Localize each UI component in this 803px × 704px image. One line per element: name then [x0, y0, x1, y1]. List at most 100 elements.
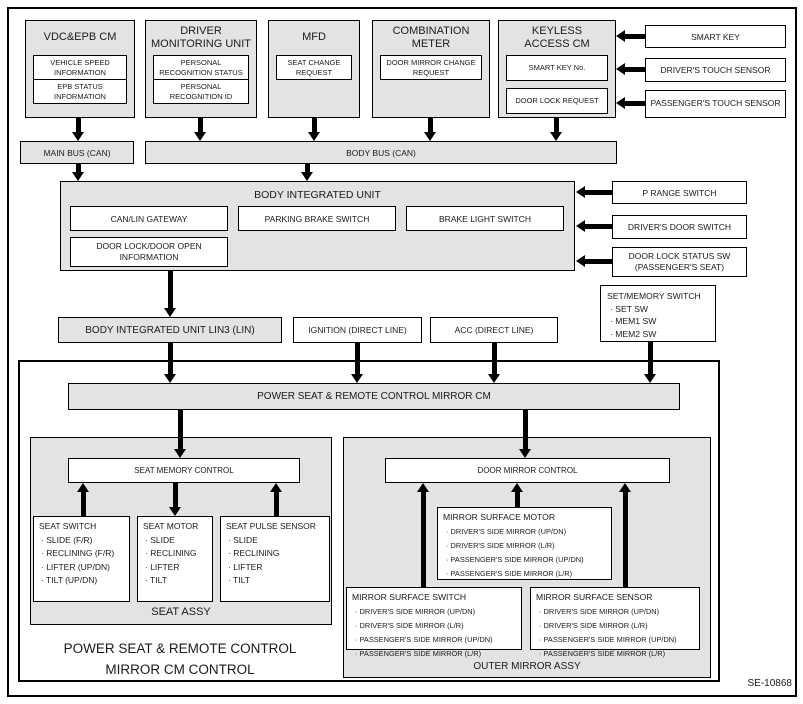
box-smart-key: SMART KEY: [645, 25, 786, 48]
unit-driver-monitoring: DRIVER MONITORING UNIT PERSONAL RECOGNIT…: [145, 20, 257, 118]
arrow-mirror-switch-to-control: [417, 483, 430, 587]
arrow-lin3-to-cm: [164, 343, 177, 383]
biu-brake-light-switch: BRAKE LIGHT SWITCH: [406, 206, 564, 231]
list-item: · PASSENGER'S SIDE MIRROR (L/R): [355, 649, 482, 658]
list-item: · MEM2 SW: [610, 328, 657, 339]
box-drivers-touch-sensor: DRIVER'S TOUCH SENSOR: [645, 58, 786, 82]
box-p-range-switch: P RANGE SWITCH: [612, 181, 747, 204]
arrow-mfd-to-body-bus: [308, 118, 321, 141]
list-title: MIRROR SURFACE MOTOR: [443, 512, 556, 522]
list-title: MIRROR SURFACE SWITCH: [352, 592, 467, 602]
arrow-dmu-to-body-bus: [194, 118, 207, 141]
box-seat-pulse-sensor: SEAT PULSE SENSOR · SLIDE· RECLINING· LI…: [220, 516, 330, 602]
arrow-control-to-seat-motor: [169, 483, 182, 516]
box-passengers-touch-sensor: PASSENGER'S TOUCH SENSOR: [645, 90, 786, 118]
list-item: · PASSENGER'S SIDE MIRROR (UP/DN): [446, 555, 584, 564]
list-item: · SLIDE: [228, 534, 258, 545]
list-title: SEAT SWITCH: [39, 521, 97, 531]
arrow-mirror-sensor-to-control: [619, 483, 632, 587]
list-item: VEHICLE SPEED INFORMATION: [33, 55, 127, 80]
unit-combination-meter: COMBINATION METER DOOR MIRROR CHANGE REQ…: [372, 20, 490, 118]
bullet-list: · DRIVER'S SIDE MIRROR (UP/DN)· DRIVER'S…: [443, 527, 608, 578]
bullet-list: · DRIVER'S SIDE MIRROR (UP/DN)· DRIVER'S…: [352, 607, 518, 658]
list-item: · DRIVER'S SIDE MIRROR (UP/DN): [539, 607, 660, 616]
bullet-list: · SET SW· MEM1 SW· MEM2 SW: [607, 304, 712, 339]
list-item: · RECLINING: [145, 548, 197, 558]
list-item: · TILT: [145, 575, 167, 585]
arrow-vdc-to-main-bus: [72, 118, 85, 141]
list-item: PERSONAL RECOGNITION ID: [153, 79, 249, 104]
box-door-lock-status-sw: DOOR LOCK STATUS SW (PASSENGER'S SEAT): [612, 247, 747, 277]
arrow-smart-key-to-keyless: [616, 30, 645, 43]
biu-can-lin-gateway: CAN/LIN GATEWAY: [70, 206, 228, 231]
biu-door-lock-open-info: DOOR LOCK/DOOR OPEN INFORMATION: [70, 237, 228, 267]
list-item: · TILT (UP/DN): [41, 575, 98, 585]
list-item: SMART KEY No.: [506, 55, 608, 81]
arrow-door-lock-status-to-biu: [576, 255, 612, 268]
list-title: SET/MEMORY SWITCH: [607, 291, 701, 301]
seat-assy-label: SEAT ASSY: [151, 606, 211, 618]
arrow-acc-to-cm: [488, 343, 501, 383]
signal-list: SEAT CHANGE REQUEST: [269, 55, 359, 80]
bullet-list: · DRIVER'S SIDE MIRROR (UP/DN) · DRIVER'S…: [536, 607, 696, 658]
unit-title: DRIVER MONITORING UNIT: [150, 24, 251, 50]
list-item: · DRIVER'S SIDE MIRROR (L/R): [446, 541, 555, 550]
box-set-memory-switch: SET/MEMORY SWITCH · SET SW· MEM1 SW· MEM…: [600, 285, 716, 342]
figure-ref-code: SE-10868: [747, 678, 792, 689]
diagram-caption: POWER SEAT & REMOTE CONTROL MIRROR CM CO…: [30, 639, 330, 681]
list-item: · SET SW: [610, 303, 649, 314]
arrow-cm-to-door-mirror-control: [519, 410, 532, 458]
list-item: · PASSENGER'S SIDE MIRROR (L/R): [539, 649, 666, 658]
list-item: · SLIDE (F/R): [41, 534, 93, 545]
box-power-seat-remote-mirror-cm: POWER SEAT & REMOTE CONTROL MIRROR CM: [68, 383, 680, 410]
list-item: · RECLINING: [228, 548, 280, 558]
unit-title: MFD: [302, 31, 326, 44]
list-item: · PASSENGER'S SIDE MIRROR (UP/DN): [539, 635, 677, 644]
list-item: · SLIDE: [145, 534, 175, 545]
list-item: · TILT: [228, 575, 250, 585]
box-seat-memory-control: SEAT MEMORY CONTROL: [68, 458, 300, 483]
arrow-ignition-to-cm: [351, 343, 364, 383]
list-item: · LIFTER (UP/DN): [41, 561, 110, 572]
unit-title: KEYLESS ACCESS CM: [524, 24, 590, 50]
caption-line-2: MIRROR CM CONTROL: [105, 661, 255, 677]
arrow-mirror-motor-to-control: [511, 483, 524, 507]
list-item: · LIFTER: [145, 561, 180, 572]
list-item: · DRIVER'S SIDE MIRROR (UP/DN): [355, 607, 476, 616]
list-title: MIRROR SURFACE SENSOR: [536, 592, 653, 602]
arrow-main-bus-to-biu: [72, 164, 85, 181]
box-seat-motor: SEAT MOTOR · SLIDE · RECLINING · LIFTER · T…: [137, 516, 213, 602]
box-mirror-surface-motor: MIRROR SURFACE MOTOR · DRIVER'S SIDE MIR…: [437, 507, 612, 580]
arrow-seat-pulse-to-control: [270, 483, 283, 516]
outer-mirror-assy-label: OUTER MIRROR ASSY: [473, 661, 581, 672]
arrow-seat-switch-to-control: [77, 483, 90, 516]
arrow-p-range-to-biu: [576, 186, 612, 199]
bullet-list: · SLIDE (F/R)· RECLINING (F/R)· LIFTER (…: [39, 535, 126, 586]
box-ignition-direct-line: IGNITION (DIRECT LINE): [293, 317, 422, 343]
box-acc-direct-line: ACC (DIRECT LINE): [430, 317, 558, 343]
unit-title: VDC&EPB CM: [43, 31, 117, 44]
signal-list: SMART KEY No.DOOR LOCK REQUEST: [499, 55, 615, 114]
biu-parking-brake-switch: PARKING BRAKE SWITCH: [238, 206, 396, 231]
arrow-keyless-to-body-bus: [550, 118, 563, 141]
box-mirror-surface-sensor: MIRROR SURFACE SENSOR · DRIVER'S SIDE MI…: [530, 587, 700, 658]
arrow-biu-to-lin3: [164, 271, 177, 317]
bullet-list: · SLIDE · RECLINING · LIFTER · TILT: [143, 535, 209, 586]
unit-mfd: MFD SEAT CHANGE REQUEST: [268, 20, 360, 118]
box-drivers-door-switch: DRIVER'S DOOR SWITCH: [612, 215, 747, 239]
list-item: · DRIVER'S SIDE MIRROR (L/R): [539, 621, 648, 630]
arrow-drivers-door-to-biu: [576, 220, 612, 233]
arrow-combo-to-body-bus: [424, 118, 437, 141]
box-mirror-surface-switch: MIRROR SURFACE SWITCH · DRIVER'S SIDE MI…: [346, 587, 522, 658]
arrow-passengers-touch-to-keyless: [616, 97, 645, 110]
arrow-body-bus-to-biu: [301, 164, 314, 181]
bus-body-can: BODY BUS (CAN): [145, 141, 617, 164]
list-title: SEAT MOTOR: [143, 521, 199, 531]
list-item: DOOR MIRROR CHANGE REQUEST: [380, 55, 482, 80]
list-item: EPB STATUS INFORMATION: [33, 79, 127, 104]
box-seat-switch: SEAT SWITCH · SLIDE (F/R)· RECLINING (F/…: [33, 516, 130, 602]
